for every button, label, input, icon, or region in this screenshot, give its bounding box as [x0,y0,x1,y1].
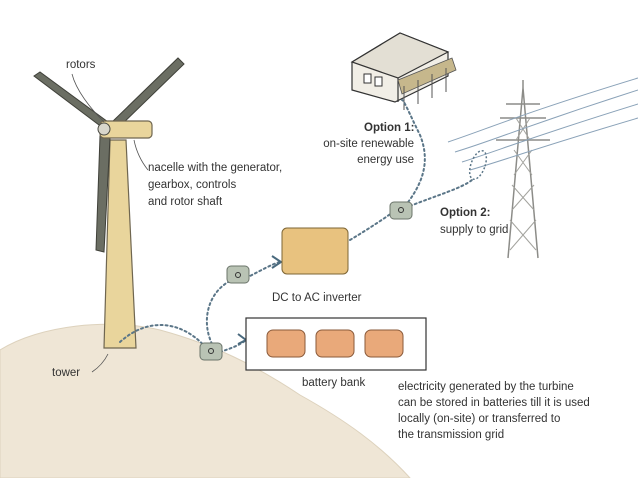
nacelle-label-line-2: gearbox, controls [148,179,237,191]
inverter-label: DC to AC inverter [272,292,362,304]
rotors-leader [71,73,105,123]
caption-line-1: electricity generated by the turbine [398,381,574,393]
grid-connection-loop [468,149,488,181]
house-icon [350,32,457,110]
nacelle-leader [133,139,149,171]
tower-leader [91,353,109,373]
option2-title: Option 2: [440,207,491,219]
battery-bank-label: battery bank [302,377,366,389]
option1-text-line-2: energy use [357,154,414,166]
caption-line-4: the transmission grid [398,429,505,441]
option2-text: supply to grid [440,224,509,236]
tower-label: tower [52,367,81,379]
option1-title: Option 1: [364,122,415,134]
inverter-box [281,227,349,275]
rotor-hub [97,122,111,136]
blade-upper-right [109,57,185,131]
caption-line-2: can be stored in batteries till it is us… [398,397,590,409]
rotors-label: rotors [66,59,96,71]
connection-wires [119,99,473,353]
power-lines [447,77,638,171]
tower-shape [103,139,137,349]
connector-icon [199,201,413,361]
option1-text-line-1: on-site renewable [323,138,414,150]
wind-turbine-icon [33,57,185,349]
caption-line-3: locally (on-site) or transferred to [398,413,561,425]
nacelle-label-line-3: and rotor shaft [148,196,223,208]
battery-cells [266,329,404,358]
nacelle-label-line-1: nacelle with the generator, [148,162,283,174]
blade-upper-left [33,71,109,129]
